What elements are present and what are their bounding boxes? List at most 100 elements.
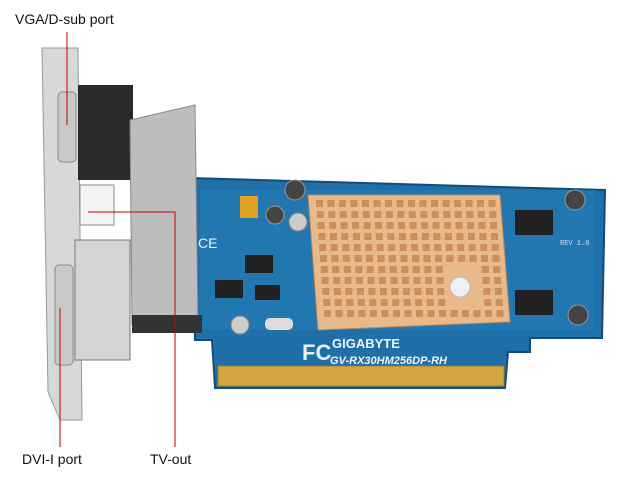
heatsink-fin: [398, 233, 406, 240]
heatsink-fin: [333, 288, 341, 295]
heatsink-fin: [480, 244, 488, 251]
heatsink-fin: [404, 310, 412, 317]
heatsink-fin: [412, 255, 419, 262]
heatsink-fin: [431, 211, 439, 218]
heatsink-fin: [333, 277, 341, 284]
heatsink-fin: [410, 233, 418, 240]
heatsink-fin: [320, 266, 328, 273]
heatsink-fin: [320, 255, 327, 262]
heatsink-fin: [432, 222, 440, 229]
heatsink-fin: [335, 310, 343, 317]
tvout-callout-line: [88, 211, 176, 447]
heatsink-fin: [368, 288, 376, 295]
chip: [255, 285, 280, 300]
heatsink-fin: [356, 277, 364, 284]
heatsink-fin: [466, 211, 474, 218]
heatsink-fin: [424, 266, 432, 273]
heatsink-fin: [408, 200, 415, 207]
heatsink-fin: [494, 288, 502, 295]
heatsink-fin: [334, 299, 342, 306]
capacitor: [265, 205, 285, 225]
heatsink-fin: [445, 244, 453, 251]
heatsink-fin: [462, 310, 469, 317]
heatsink-fin: [402, 277, 410, 284]
heatsink-fin: [345, 288, 353, 295]
heatsink-fin: [393, 310, 400, 317]
chip: [215, 280, 243, 298]
heatsink-fin: [362, 211, 370, 218]
heatsink-fin: [373, 200, 381, 207]
heatsink-fin: [364, 233, 372, 240]
heatsink-fin: [416, 310, 423, 317]
heatsink-fin: [490, 222, 498, 229]
heatsink-fin: [339, 211, 347, 218]
heatsink-fin: [458, 255, 465, 262]
heatsink-fin: [355, 266, 363, 273]
heatsink-fin: [477, 200, 484, 207]
heatsink-fin: [385, 200, 392, 207]
heatsink-fin: [455, 222, 463, 229]
heatsink-pin: [449, 276, 471, 298]
heatsink-fin: [388, 244, 396, 251]
heatsink-fin: [323, 299, 331, 306]
heatsink-fin: [329, 233, 337, 240]
heatsink-fin: [399, 244, 407, 251]
heatsink-fin: [365, 244, 373, 251]
heatsink-fin: [412, 266, 420, 273]
heatsink-fin: [409, 222, 417, 229]
heatsink-fin: [467, 233, 475, 240]
heatsink-fin: [392, 299, 400, 306]
heatsink-fin: [420, 211, 428, 218]
heatsink-fin: [485, 310, 492, 317]
capacitor: [240, 196, 258, 218]
heatsink-fin: [427, 310, 435, 317]
heatsink-fin: [425, 277, 433, 284]
heatsink-fin: [329, 222, 337, 229]
heatsink-fin: [442, 200, 450, 207]
heatsink-fin: [414, 288, 422, 295]
vga-connector-body: [78, 85, 133, 180]
heatsink-fin: [328, 211, 336, 218]
heatsink-fin: [340, 222, 348, 229]
heatsink-fin: [425, 288, 433, 295]
heatsink-fin: [408, 211, 416, 218]
heatsink-fin: [419, 200, 427, 207]
capacitor: [564, 189, 586, 211]
tv-out-port: [79, 184, 115, 226]
heatsink-fin: [378, 266, 386, 273]
dvi-connector-body: [74, 239, 131, 361]
heatsink-fin: [374, 211, 382, 218]
board-revision: REV 1.0: [560, 240, 589, 248]
board-ce-mark: CE: [198, 235, 217, 251]
heatsink-fin: [332, 266, 340, 273]
heatsink-fin: [354, 255, 362, 262]
heatsink-fin: [396, 200, 404, 207]
heatsink-fin: [362, 200, 369, 207]
heatsink-fin: [482, 277, 490, 284]
crystal: [265, 318, 293, 330]
heatsink-fin: [391, 288, 399, 295]
heatsink-fin: [437, 288, 445, 295]
heatsink-fin: [415, 299, 423, 306]
heatsink-fin: [387, 233, 395, 240]
heatsink-fin: [319, 244, 327, 251]
heatsink-fin: [490, 233, 498, 240]
heatsink-fin: [379, 277, 387, 284]
heatsink-fin: [344, 277, 352, 284]
heatsink-fin: [389, 266, 397, 273]
heatsink-fin: [465, 200, 473, 207]
capacitor: [284, 179, 306, 201]
heatsink-fin: [351, 211, 359, 218]
heatsink-fin: [317, 222, 325, 229]
heatsink-fin: [369, 299, 377, 306]
heatsink-fin: [331, 255, 339, 262]
heatsink-fin: [356, 288, 364, 295]
heatsink-fin: [473, 310, 481, 317]
heatsink-fin: [481, 255, 488, 262]
ribbon-cable: [129, 104, 199, 326]
board-brand: GIGABYTE: [332, 336, 400, 351]
heatsink-fin: [322, 288, 330, 295]
heatsink-fin: [423, 255, 431, 262]
heatsink-fin: [324, 310, 331, 317]
